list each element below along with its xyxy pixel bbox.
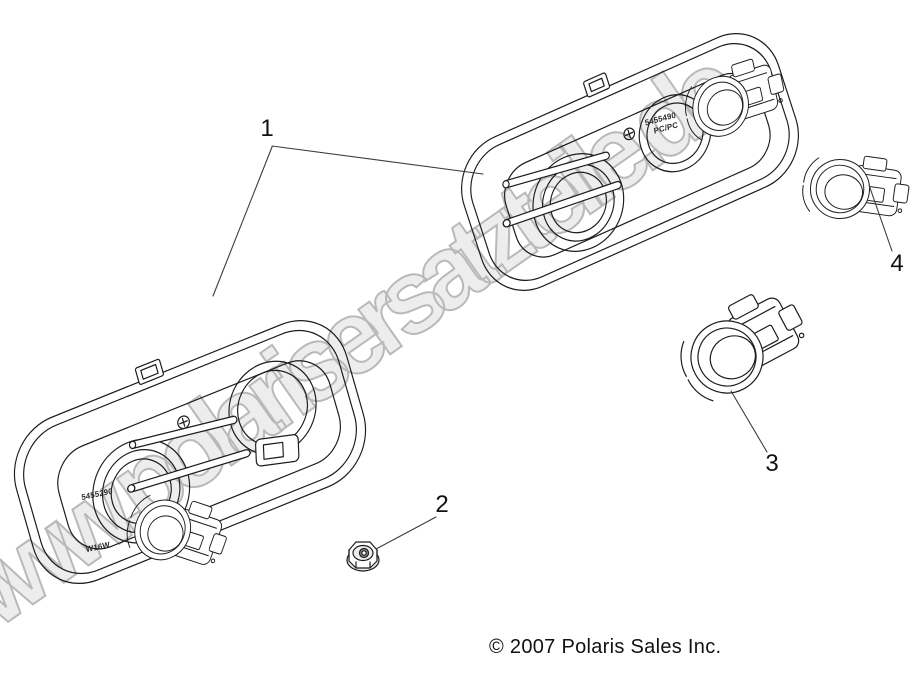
leader-line-4 [868,184,893,252]
mounting-clip-upper [583,72,611,98]
molded-bulb-type-marking: W16W [86,540,111,554]
callout-1: 1 [260,115,274,142]
leader-line-3 [730,390,768,453]
callout-4: 4 [890,250,904,277]
taillight-assembly-lower: 5455290 W16W [13,319,367,585]
copyright-text: © 2007 Polaris Sales Inc. [489,636,722,658]
bulb-socket-part-4 [798,147,913,229]
callout-3: 3 [765,450,779,477]
screw-head-lower [177,415,190,430]
mounting-clip-lower [134,358,164,385]
leader-lines [212,145,893,550]
wedge-connector-lower [255,434,300,467]
bulb-socket-part-3 [665,278,818,411]
molded-part-number-lower: 5455290 [81,486,114,502]
callout-2: 2 [435,491,449,518]
taillight-assembly-upper: 5455490 PC/PC [461,33,799,291]
leader-line-1a [212,146,273,297]
leader-line-1b [271,145,484,175]
screw-head-upper [623,127,636,141]
flange-nut [346,541,380,572]
leader-line-2 [375,516,437,550]
